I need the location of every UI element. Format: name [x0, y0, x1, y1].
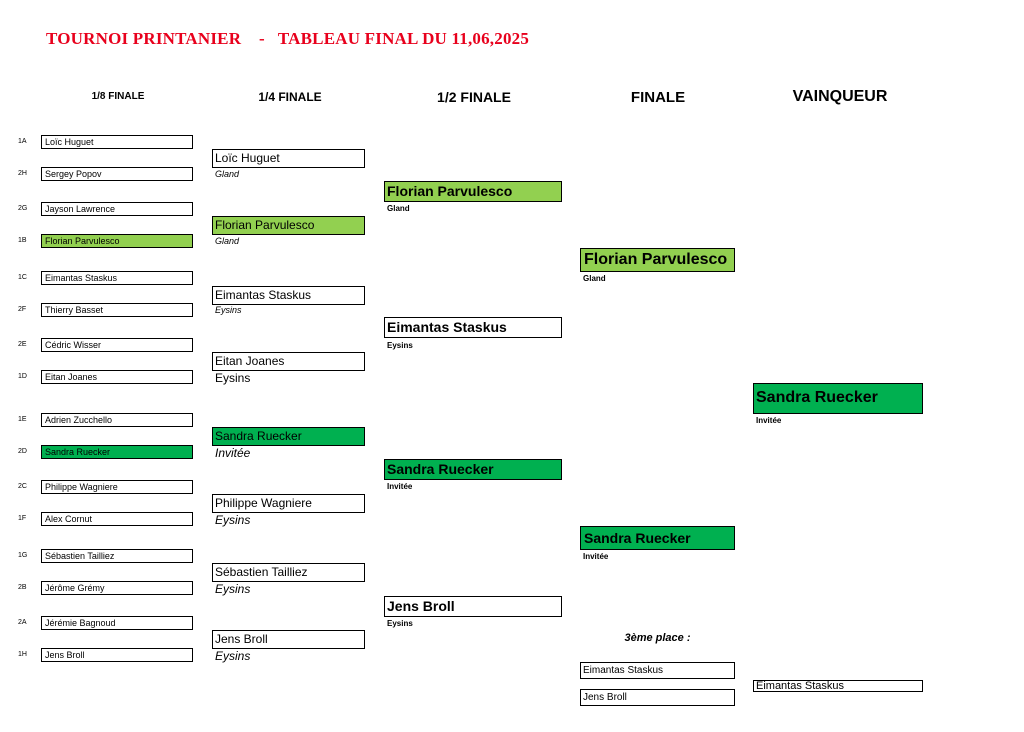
third-place-player-box: Jens Broll: [580, 689, 735, 706]
qf-player-box: Philippe Wagniere: [212, 494, 365, 513]
sf-player-box-advanced: Sandra Ruecker: [384, 459, 562, 480]
header-semi-finals: 1/2 FINALE: [437, 89, 511, 105]
qf-player-box: Eitan Joanes: [212, 352, 365, 371]
qf-club-label: Eysins: [215, 305, 242, 315]
seed-label: 2H: [18, 170, 27, 177]
third-place-player-box: Eimantas Staskus: [580, 662, 735, 679]
r16-player-box: Alex Cornut: [41, 512, 193, 526]
final-player-box: Florian Parvulesco: [580, 248, 735, 272]
r16-player-box: Sébastien Tailliez: [41, 549, 193, 563]
qf-club-label: Eysins: [215, 513, 251, 527]
r16-player-box: Adrien Zucchello: [41, 413, 193, 427]
winner-box: Sandra Ruecker: [753, 383, 923, 414]
seed-label: 1E: [18, 416, 27, 423]
qf-player-box-advanced: Sandra Ruecker: [212, 427, 365, 446]
r16-player-box: Jayson Lawrence: [41, 202, 193, 216]
seed-label: 2C: [18, 483, 27, 490]
r16-player-box: Eimantas Staskus: [41, 271, 193, 285]
seed-label: 2A: [18, 619, 27, 626]
seed-label: 2E: [18, 341, 27, 348]
r16-player-box: Eitan Joanes: [41, 370, 193, 384]
r16-player-box-advanced: Florian Parvulesco: [41, 234, 193, 248]
r16-player-box: Jens Broll: [41, 648, 193, 662]
header-round-of-16: 1/8 FINALE: [91, 91, 145, 102]
r16-player-box: Sergey Popov: [41, 167, 193, 181]
seed-label: 2F: [18, 306, 27, 313]
qf-club-label: Eysins: [215, 371, 251, 385]
sf-club-label: Eysins: [387, 619, 413, 628]
winner-club-label: Invitée: [756, 416, 782, 425]
qf-club-label: Gland: [215, 169, 240, 179]
sf-player-box-advanced: Florian Parvulesco: [384, 181, 562, 202]
seed-label: 2G: [18, 205, 28, 212]
qf-player-box: Jens Broll: [212, 630, 365, 649]
header-quarter-finals: 1/4 FINALE: [258, 90, 322, 104]
qf-club-label: Eysins: [215, 649, 251, 663]
sf-player-box: Jens Broll: [384, 596, 562, 617]
qf-club-label: Invitée: [215, 446, 251, 460]
r16-player-box: Loïc Huguet: [41, 135, 193, 149]
sf-club-label: Invitée: [387, 482, 413, 491]
seed-label: 1H: [18, 651, 27, 658]
r16-player-box: Philippe Wagniere: [41, 480, 193, 494]
seed-label: 1A: [18, 138, 27, 145]
sf-club-label: Eysins: [387, 341, 413, 350]
header-final: FINALE: [630, 89, 686, 106]
final-club-label: Invitée: [583, 552, 609, 561]
qf-player-box: Sébastien Tailliez: [212, 563, 365, 582]
sf-club-label: Gland: [387, 204, 410, 213]
sf-player-box: Eimantas Staskus: [384, 317, 562, 338]
qf-club-label: Eysins: [215, 582, 251, 596]
r16-player-box: Jérémie Bagnoud: [41, 616, 193, 630]
seed-label: 2B: [18, 584, 27, 591]
seed-label: 1B: [18, 237, 27, 244]
r16-player-box-advanced: Sandra Ruecker: [41, 445, 193, 459]
qf-club-label: Gland: [215, 236, 240, 246]
seed-label: 1D: [18, 373, 27, 380]
third-place-winner-box: Eimantas Staskus: [753, 680, 923, 692]
seed-label: 2D: [18, 448, 27, 455]
final-club-label: Gland: [583, 274, 606, 283]
qf-player-box: Eimantas Staskus: [212, 286, 365, 305]
final-player-box: Sandra Ruecker: [580, 526, 735, 550]
qf-player-box: Loïc Huguet: [212, 149, 365, 168]
r16-player-box: Thierry Basset: [41, 303, 193, 317]
qf-player-box-advanced: Florian Parvulesco: [212, 216, 365, 235]
seed-label: 1C: [18, 274, 27, 281]
page-title: TOURNOI PRINTANIER - TABLEAU FINAL DU 11…: [46, 29, 530, 48]
seed-label: 1G: [18, 552, 28, 559]
r16-player-box: Cédric Wisser: [41, 338, 193, 352]
seed-label: 1F: [18, 515, 27, 522]
third-place-label: 3ème place :: [624, 632, 691, 644]
r16-player-box: Jérôme Grémy: [41, 581, 193, 595]
header-winner: VAINQUEUR: [792, 88, 888, 105]
